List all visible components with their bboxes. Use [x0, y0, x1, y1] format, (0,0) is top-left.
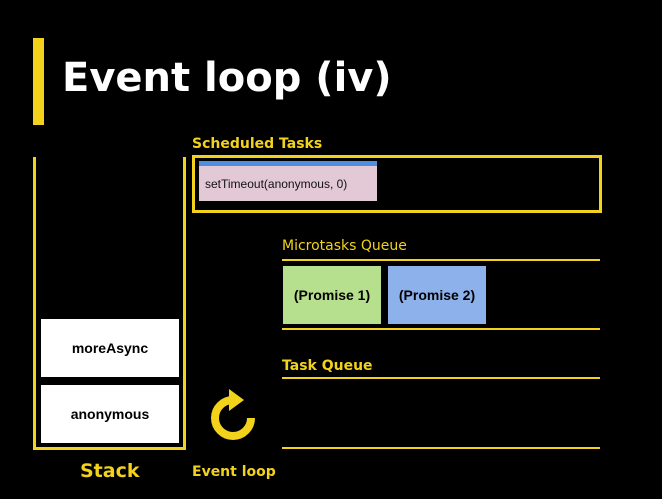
task-queue-label: Task Queue: [282, 358, 373, 374]
task-queue-bottom-line: [282, 447, 600, 449]
microtask-promise-1: (Promise 1): [283, 266, 381, 324]
stack-bottom-wall: [33, 447, 186, 450]
event-loop-label: Event loop: [192, 464, 276, 480]
slide-title: Event loop (iv): [62, 55, 392, 101]
scheduled-tasks-box: [192, 155, 602, 213]
stack-label: Stack: [80, 460, 140, 482]
microtask-promise-2: (Promise 2): [388, 266, 486, 324]
title-accent-bar: [33, 38, 44, 125]
stack-frame-more-async: moreAsync: [41, 319, 179, 377]
microtasks-queue-label: Microtasks Queue: [282, 238, 407, 254]
microtasks-queue-bottom-line: [282, 328, 600, 330]
scheduled-tasks-label: Scheduled Tasks: [192, 136, 323, 152]
task-queue-top-line: [282, 377, 600, 379]
stack-frame-anonymous: anonymous: [41, 385, 179, 443]
refresh-arrow-icon: [211, 389, 255, 440]
stack-right-wall: [183, 157, 186, 449]
microtasks-queue-top-line: [282, 259, 600, 261]
scheduled-task-item: setTimeout(anonymous, 0): [199, 166, 377, 201]
stack-left-wall: [33, 157, 36, 449]
scheduled-task-progress-bar: [199, 161, 377, 166]
